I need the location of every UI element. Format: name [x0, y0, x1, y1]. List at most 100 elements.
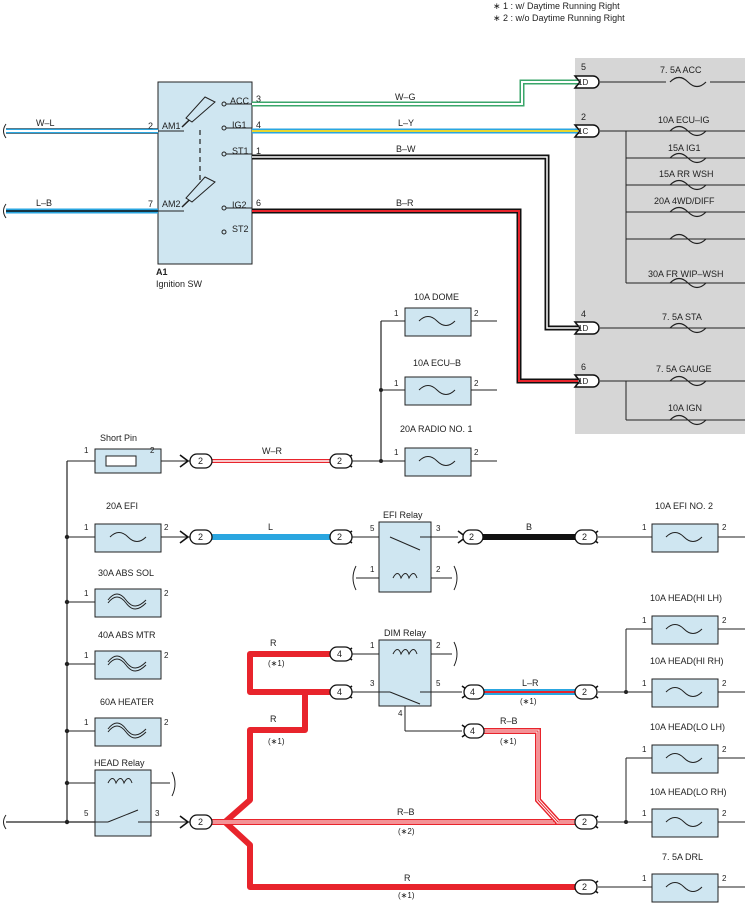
jb-4wd-diff: 20A 4WD/DIFF [654, 196, 715, 206]
svg-text:(∗1): (∗1) [500, 737, 517, 746]
fuse-head-lo-rh: 10A HEAD(LO RH) 1 2 [598, 787, 745, 838]
svg-text:2: 2 [474, 379, 479, 388]
pin-ig1: 4 [256, 120, 261, 130]
fuse-efi: 20A EFI 1 2 [67, 501, 190, 553]
label-r-3: R [404, 873, 411, 883]
pin-am2: 7 [148, 199, 153, 209]
wire-wg: W–G [252, 79, 578, 107]
wire-wr: W–R [212, 446, 330, 463]
pin-st1: 1 [256, 146, 261, 156]
switch-name: Ignition SW [156, 279, 203, 289]
jb-acc: 7. 5A ACC [660, 65, 702, 75]
switch-id: A1 [156, 267, 168, 277]
ignition-switch: AM1 AM2 ACC IG1 ST1 IG2 ST2 A1 Ignition … [156, 81, 253, 289]
svg-text:6: 6 [581, 362, 586, 372]
svg-text:4: 4 [470, 687, 475, 697]
svg-text:2: 2 [164, 718, 169, 727]
svg-text:60A HEATER: 60A HEATER [100, 697, 154, 707]
head-relay: HEAD Relay 5 3 [67, 758, 190, 837]
svg-text:B–W: B–W [396, 144, 416, 154]
svg-text:L–Y: L–Y [398, 118, 414, 128]
svg-text:2: 2 [722, 679, 727, 688]
svg-text:4: 4 [337, 687, 342, 697]
svg-text:20A EFI: 20A EFI [106, 501, 138, 511]
wire-bw: B–W [252, 144, 578, 331]
svg-text:10A HEAD(HI LH): 10A HEAD(HI LH) [650, 593, 722, 603]
svg-text:L: L [268, 522, 273, 532]
wire-lb: L–B [3, 198, 158, 219]
svg-text:2: 2 [722, 523, 727, 532]
connector-1c: 1C 2 [573, 112, 600, 138]
svg-text:(∗2): (∗2) [398, 827, 415, 836]
svg-text:2: 2 [164, 523, 169, 532]
svg-text:1: 1 [642, 809, 647, 818]
svg-text:1: 1 [84, 589, 89, 598]
svg-text:2: 2 [722, 874, 727, 883]
svg-text:1: 1 [642, 745, 647, 754]
svg-text:IG2: IG2 [232, 200, 247, 210]
connector-1d-sta: 1D 4 [573, 309, 600, 335]
svg-text:4: 4 [337, 649, 342, 659]
svg-text:2: 2 [722, 616, 727, 625]
wire-lr: L–R (∗1) [484, 678, 575, 706]
note-1: ∗ 1 : w/ Daytime Running Right [493, 1, 620, 11]
svg-text:7. 5A DRL: 7. 5A DRL [662, 852, 703, 862]
pin-ig2: 6 [256, 198, 261, 208]
wire-rb-main: R–B (∗2) [212, 807, 575, 836]
svg-text:1D: 1D [578, 377, 588, 386]
svg-text:R–B: R–B [397, 807, 415, 817]
fuse-ecu-b: 10A ECU–B 1 2 [381, 358, 497, 406]
wire-r-thick [222, 651, 575, 890]
svg-text:W–G: W–G [395, 92, 416, 102]
svg-text:10A ECU–B: 10A ECU–B [413, 358, 461, 368]
svg-text:30A ABS SOL: 30A ABS SOL [98, 568, 154, 578]
wire-l: L [212, 522, 330, 540]
short-pin: Short Pin 1 2 [67, 433, 190, 474]
svg-text:1: 1 [642, 874, 647, 883]
svg-text:5: 5 [370, 524, 375, 533]
fuse-abs-sol: 30A ABS SOL 1 2 [67, 568, 169, 618]
svg-text:2: 2 [164, 651, 169, 660]
svg-text:B–R: B–R [396, 198, 414, 208]
svg-text:1: 1 [370, 641, 375, 650]
svg-text:2: 2 [474, 448, 479, 457]
svg-text:AM2: AM2 [162, 199, 181, 209]
svg-text:2: 2 [722, 745, 727, 754]
svg-text:3: 3 [155, 809, 160, 818]
wire-b: B [480, 522, 575, 540]
fuse-head-lo-lh: 10A HEAD(LO LH) 1 2 [626, 722, 745, 774]
dim-relay: DIM Relay 1 2 3 5 4 [352, 628, 462, 732]
svg-text:1: 1 [642, 523, 647, 532]
fuse-efi-no2: 10A EFI NO. 2 1 2 [598, 501, 745, 553]
svg-text:2: 2 [436, 641, 441, 650]
svg-text:HEAD Relay: HEAD Relay [94, 758, 145, 768]
svg-text:1: 1 [642, 616, 647, 625]
svg-text:3: 3 [436, 524, 441, 533]
jb-ign: 10A IGN [668, 403, 702, 413]
svg-text:1: 1 [394, 379, 399, 388]
fuse-radio: 20A RADIO NO. 1 1 2 [352, 424, 497, 477]
wire-br: B–R [252, 198, 578, 384]
svg-text:IG1: IG1 [232, 120, 247, 130]
svg-text:2: 2 [581, 112, 586, 122]
svg-text:W–L: W–L [36, 118, 55, 128]
svg-text:1C: 1C [578, 127, 588, 136]
svg-text:2: 2 [337, 532, 342, 542]
svg-text:5: 5 [84, 809, 89, 818]
svg-text:1: 1 [642, 679, 647, 688]
svg-text:2: 2 [474, 309, 479, 318]
svg-text:L–R: L–R [522, 678, 539, 688]
fuse-abs-mtr: 40A ABS MTR 1 2 [67, 630, 169, 680]
svg-text:Short Pin: Short Pin [100, 433, 137, 443]
svg-text:1D: 1D [578, 324, 588, 333]
svg-text:10A HEAD(LO RH): 10A HEAD(LO RH) [650, 787, 727, 797]
svg-text:2: 2 [469, 532, 474, 542]
jb-sta: 7. 5A STA [662, 312, 702, 322]
svg-text:10A HEAD(LO LH): 10A HEAD(LO LH) [650, 722, 725, 732]
svg-text:1: 1 [84, 446, 89, 455]
svg-text:2: 2 [150, 446, 155, 455]
fuse-drl: 7. 5A DRL 1 2 [598, 852, 745, 903]
note-2: ∗ 2 : w/o Daytime Running Right [493, 13, 625, 23]
connector-1d-acc: 1D 5 [573, 62, 600, 89]
